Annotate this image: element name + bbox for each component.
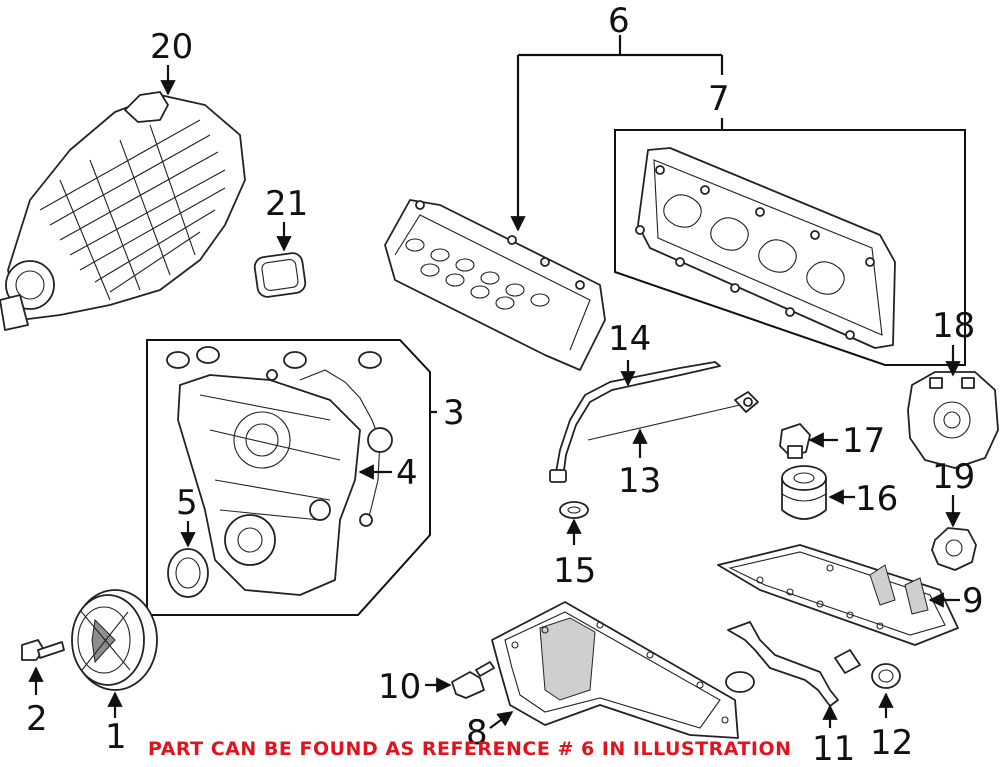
front-seal [167,548,209,598]
callout-3: 3 [443,393,465,433]
timing-cover-gasket [299,369,393,527]
oil-filter-adapter [779,423,811,459]
pickup-seal [871,663,901,689]
crankshaft-pulley [71,589,158,691]
callout-7: 7 [708,79,730,119]
callout-6: 6 [608,1,630,41]
o-ring [559,501,589,519]
oil-pump [907,371,999,469]
gasket-21 [253,252,307,298]
callout-19: 19 [932,457,975,497]
pulley-bolt [21,639,65,661]
timing-cover [166,346,382,596]
windage-tray [717,544,959,646]
drain-plug [451,661,495,699]
gasket-kit-box [614,129,966,366]
callout-10: 10 [378,667,421,707]
oil-pan [491,601,739,739]
callout-13: 13 [618,461,661,501]
dipstick [587,391,759,441]
oil-pickup-tube [725,621,861,707]
reference-note: PART CAN BE FOUND AS REFERENCE # 6 IN IL… [148,738,792,760]
callout-8: 8 [466,713,488,753]
callout-11: 11 [812,729,855,767]
callout-15: 15 [553,551,596,591]
oil-filter [781,465,827,520]
callout-5: 5 [176,483,198,523]
callout-1: 1 [105,717,127,757]
callout-16: 16 [855,479,898,519]
callout-20: 20 [150,27,193,67]
callout-12: 12 [870,723,913,763]
valve-cover-gasket [635,147,896,349]
callout-21: 21 [265,184,308,224]
callout-4: 4 [396,453,418,493]
callout-18: 18 [932,306,975,346]
intake-manifold [0,91,246,331]
valve-cover [384,199,606,371]
callout-9: 9 [962,581,984,621]
oil-pump-pickup-plug [931,527,977,571]
callout-2: 2 [26,699,48,739]
dipstick-tube [549,361,721,483]
callout-14: 14 [608,319,651,359]
callout-17: 17 [842,421,885,461]
